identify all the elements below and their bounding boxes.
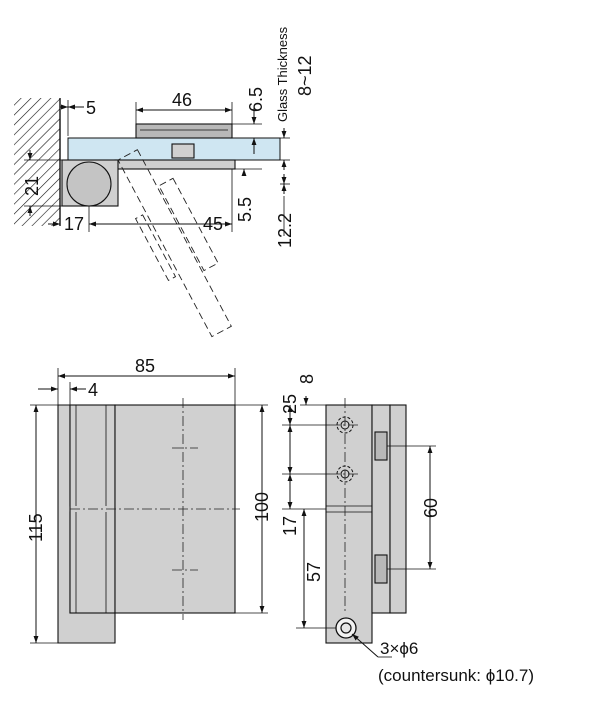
side-clamp-plate [389, 404, 407, 614]
dim-45: 45 [203, 214, 223, 234]
hinge-pin [66, 161, 112, 207]
front-view: 85 4 115 100 [26, 356, 272, 644]
dim-17-side: 17 [280, 516, 300, 536]
rotated-door-glass [117, 149, 232, 338]
clamp-plate-bottom [114, 159, 236, 170]
dim-60: 60 [421, 498, 441, 518]
dim-12-2: 12.2 [275, 213, 295, 248]
dim-5: 5 [86, 98, 96, 118]
glass-thickness-label: Glass Thickness [275, 26, 290, 122]
dim-5-5: 5.5 [235, 197, 255, 222]
dim-8: 8 [297, 374, 317, 384]
side-bolt-top [374, 431, 388, 461]
side-back-plate [325, 404, 373, 644]
hole-note: 3×ϕ6 [380, 639, 418, 658]
clamp-screw [171, 143, 195, 159]
dim-21: 21 [22, 176, 42, 196]
dim-6-5: 6.5 [246, 87, 266, 112]
wall-hatch [14, 98, 60, 226]
dim-4: 4 [88, 380, 98, 400]
rotated-clamp [158, 177, 219, 272]
side-view: 8 25 17 57 60 3×ϕ6 (countersunk: ϕ10.7) [280, 374, 534, 685]
dim-25: 25 [280, 394, 300, 414]
dim-100: 100 [252, 492, 272, 522]
dim-57: 57 [304, 562, 324, 582]
dim-46: 46 [172, 90, 192, 110]
glass-thickness-range: 8~12 [295, 55, 315, 96]
countersunk-note: (countersunk: ϕ10.7) [378, 666, 534, 685]
dim-115: 115 [26, 513, 46, 542]
clamp-plate-top [135, 123, 233, 139]
dim-85: 85 [135, 356, 155, 376]
dim-17: 17 [64, 214, 84, 234]
top-view: 5 46 6.5 Glass Thickness 8~12 5.5 12.2 [14, 26, 315, 338]
side-bolt-bottom [374, 554, 388, 584]
